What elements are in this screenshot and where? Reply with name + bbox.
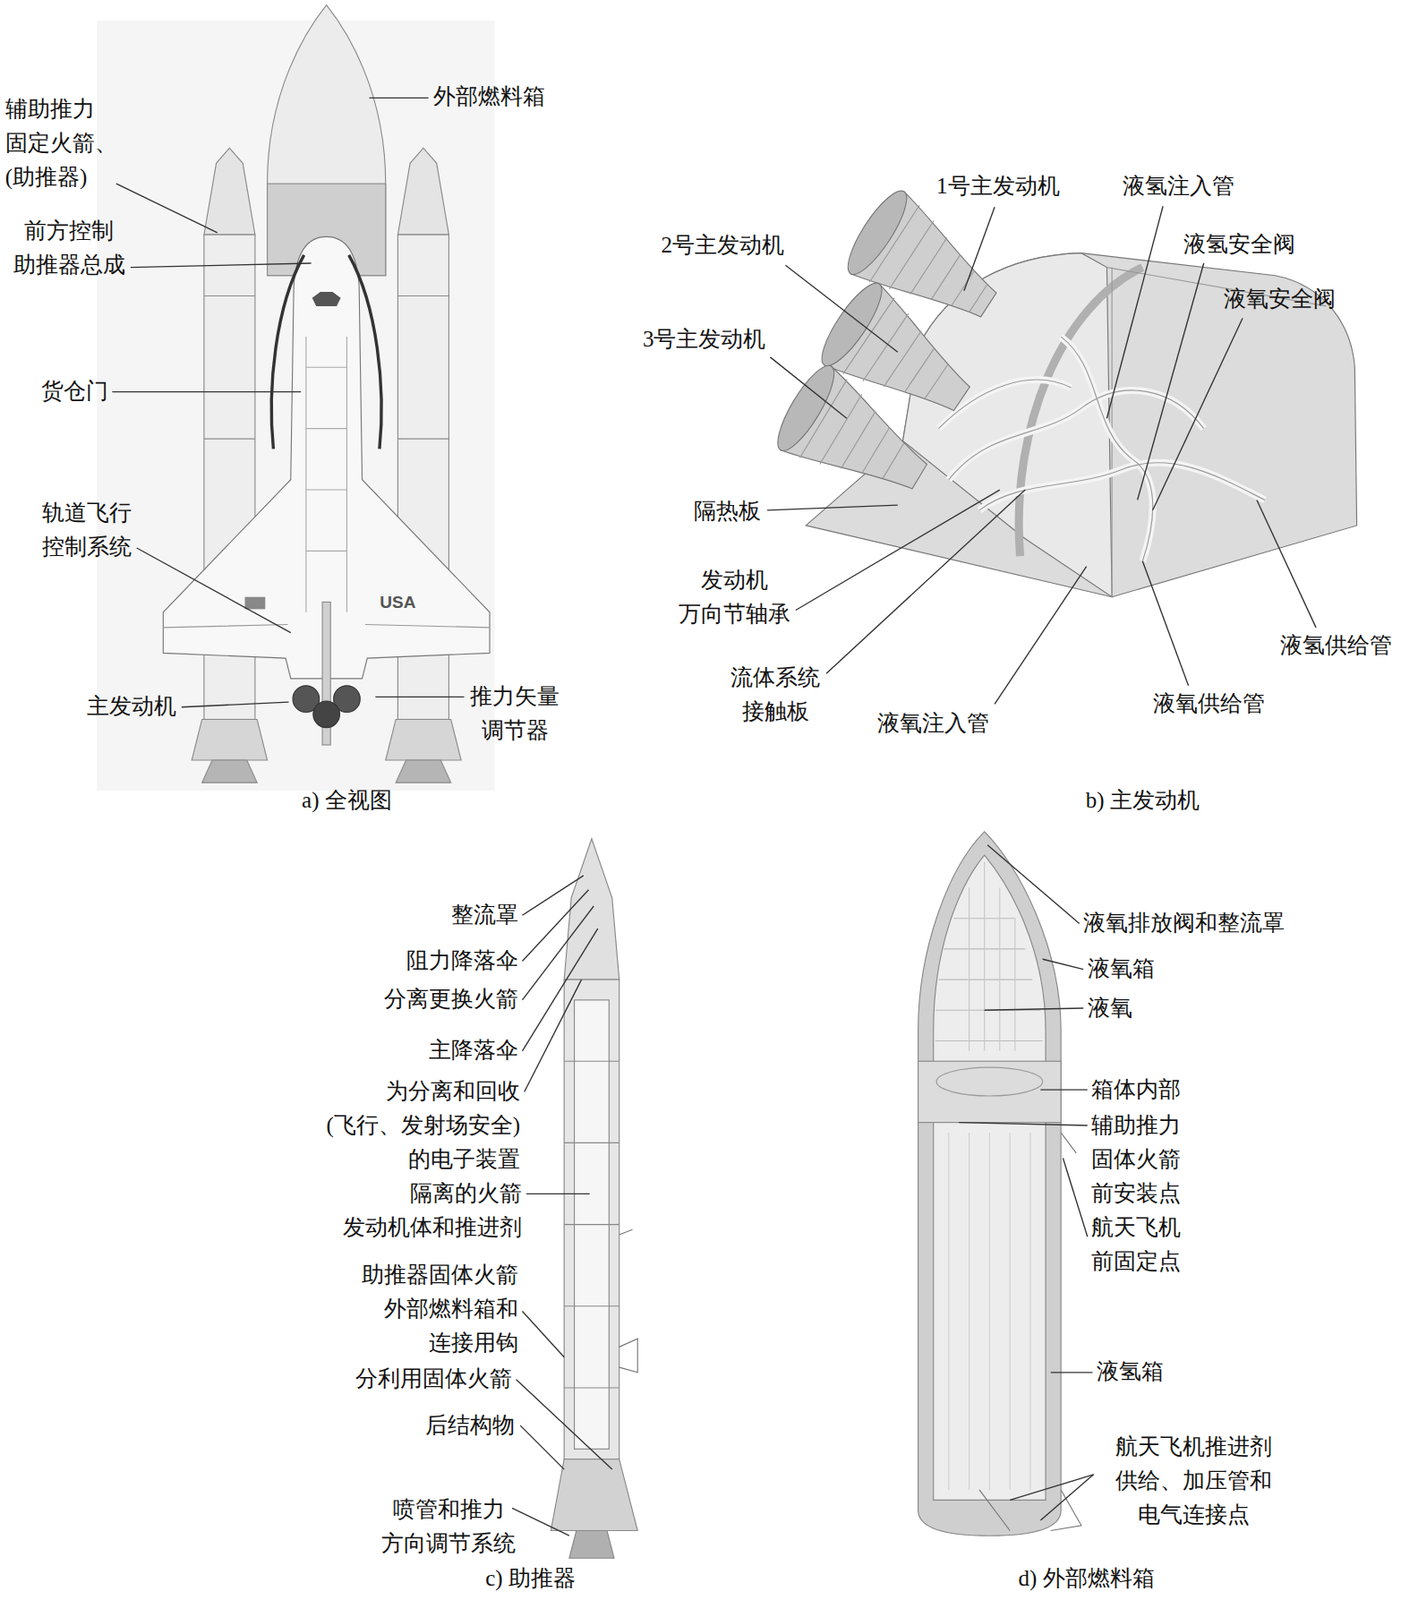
- callout-label: 1号主发动机: [936, 169, 1060, 204]
- label-line: 固定火箭、: [5, 126, 118, 161]
- callout-label: 隔离的火箭 发动机体和推进剂: [342, 1176, 522, 1245]
- callout-label: 液氧安全阀: [1223, 281, 1336, 317]
- callout-label: 液氢注入管: [1122, 169, 1235, 204]
- panel-caption: d) 外部燃料箱: [1018, 1564, 1155, 1592]
- label-line: 辅助推力: [5, 92, 118, 127]
- callout-label: 3号主发动机: [642, 322, 767, 357]
- callout-label: 液氢安全阀: [1183, 227, 1296, 262]
- label-line: 万向节轴承: [678, 597, 791, 632]
- callout-label: 主发动机: [86, 689, 177, 724]
- shuttle-stack: [96, 5, 495, 792]
- callout-label: 后结构物: [425, 1408, 515, 1443]
- callout-label: 液氧: [1087, 990, 1133, 1026]
- callout-label: 液氧排放阀和整流罩: [1083, 905, 1285, 940]
- label-line: 前方控制: [13, 213, 126, 248]
- callout-label: 助推器固体火箭 外部燃料箱和 连接用钩: [361, 1257, 519, 1360]
- booster-cutaway: [550, 838, 638, 1558]
- callout-label: 喷管和推力 方向调节系统: [381, 1492, 516, 1561]
- callout-label: 为分离和回收 (飞行、发射场安全) 的电子装置: [326, 1074, 522, 1177]
- callout-label: 轨道飞行 控制系统: [42, 495, 132, 564]
- leader-lines: [111, 97, 1316, 1536]
- engine-compartment: [768, 183, 1357, 597]
- label-line: 辅助推力: [1091, 1108, 1181, 1143]
- label-line: 助推器固体火箭: [361, 1257, 519, 1292]
- label-line: 电气连接点: [1115, 1497, 1273, 1532]
- panel-caption: b) 主发动机: [1085, 786, 1200, 814]
- callout-label: 发动机 万向节轴承: [678, 563, 791, 632]
- insignia-text: USA: [379, 591, 416, 614]
- label-line: 喷管和推力: [381, 1492, 516, 1527]
- tank-cutaway: [918, 831, 1082, 1536]
- callout-label: 流体系统 接触板: [730, 660, 821, 729]
- callout-label: 整流罩: [451, 897, 519, 932]
- label-line: 发动机: [678, 563, 791, 598]
- label-line: 轨道飞行: [42, 495, 132, 530]
- callout-label: 推力矢量 调节器: [469, 679, 560, 748]
- label-line: 控制系统: [42, 529, 132, 564]
- callout-label: 箱体内部: [1091, 1072, 1181, 1107]
- label-line: 航天飞机推进剂: [1115, 1429, 1273, 1464]
- label-line: 接触板: [730, 694, 821, 729]
- callout-label: 前方控制 助推器总成: [13, 213, 126, 282]
- callout-label: 外部燃料箱: [433, 79, 546, 114]
- label-line: (助推器): [5, 160, 118, 195]
- label-line: 的电子装置: [326, 1142, 522, 1177]
- callout-label: 航天飞机 前固定点: [1091, 1210, 1181, 1279]
- panel-caption: a) 全视图: [301, 786, 393, 814]
- callout-label: 主降落伞: [428, 1033, 519, 1068]
- callout-label: 分利用固体火箭: [355, 1361, 513, 1396]
- callout-label: 辅助推力 固定火箭、 (助推器): [5, 92, 118, 195]
- label-line: 助推器总成: [13, 247, 126, 282]
- callout-label: 分离更换火箭: [384, 982, 519, 1017]
- callout-label: 货仓门: [41, 374, 109, 409]
- callout-label: 液氧箱: [1087, 951, 1155, 986]
- label-line: 为分离和回收: [326, 1074, 522, 1109]
- label-line: 调节器: [469, 713, 560, 748]
- callout-label: 2号主发动机: [660, 228, 785, 263]
- callout-label: 液氧供给管: [1153, 686, 1265, 721]
- callout-label: 液氧注入管: [877, 706, 990, 741]
- callout-label: 隔热板: [693, 494, 761, 529]
- panel-caption: c) 助推器: [485, 1564, 576, 1592]
- label-line: 供给、加压管和: [1115, 1463, 1273, 1498]
- label-line: 外部燃料箱和: [361, 1291, 519, 1326]
- callout-label: 液氢供给管: [1280, 628, 1393, 663]
- callout-label: 阻力降落伞: [406, 943, 519, 978]
- label-line: 流体系统: [730, 660, 821, 695]
- callout-label: 航天飞机推进剂 供给、加压管和 电气连接点: [1115, 1429, 1273, 1532]
- label-line: 发动机体和推进剂: [342, 1210, 522, 1245]
- label-line: 推力矢量: [469, 679, 560, 714]
- label-line: 前安装点: [1091, 1176, 1181, 1211]
- label-line: 航天飞机: [1091, 1210, 1181, 1245]
- label-line: 隔离的火箭: [342, 1176, 522, 1211]
- label-line: 固体火箭: [1091, 1142, 1181, 1177]
- callout-label: 液氢箱: [1096, 1354, 1164, 1389]
- label-line: (飞行、发射场安全): [326, 1108, 522, 1143]
- label-line: 连接用钩: [361, 1325, 519, 1360]
- label-line: 方向调节系统: [381, 1526, 516, 1561]
- label-line: 前固定点: [1091, 1244, 1181, 1279]
- callout-label: 辅助推力 固体火箭 前安装点: [1091, 1108, 1181, 1211]
